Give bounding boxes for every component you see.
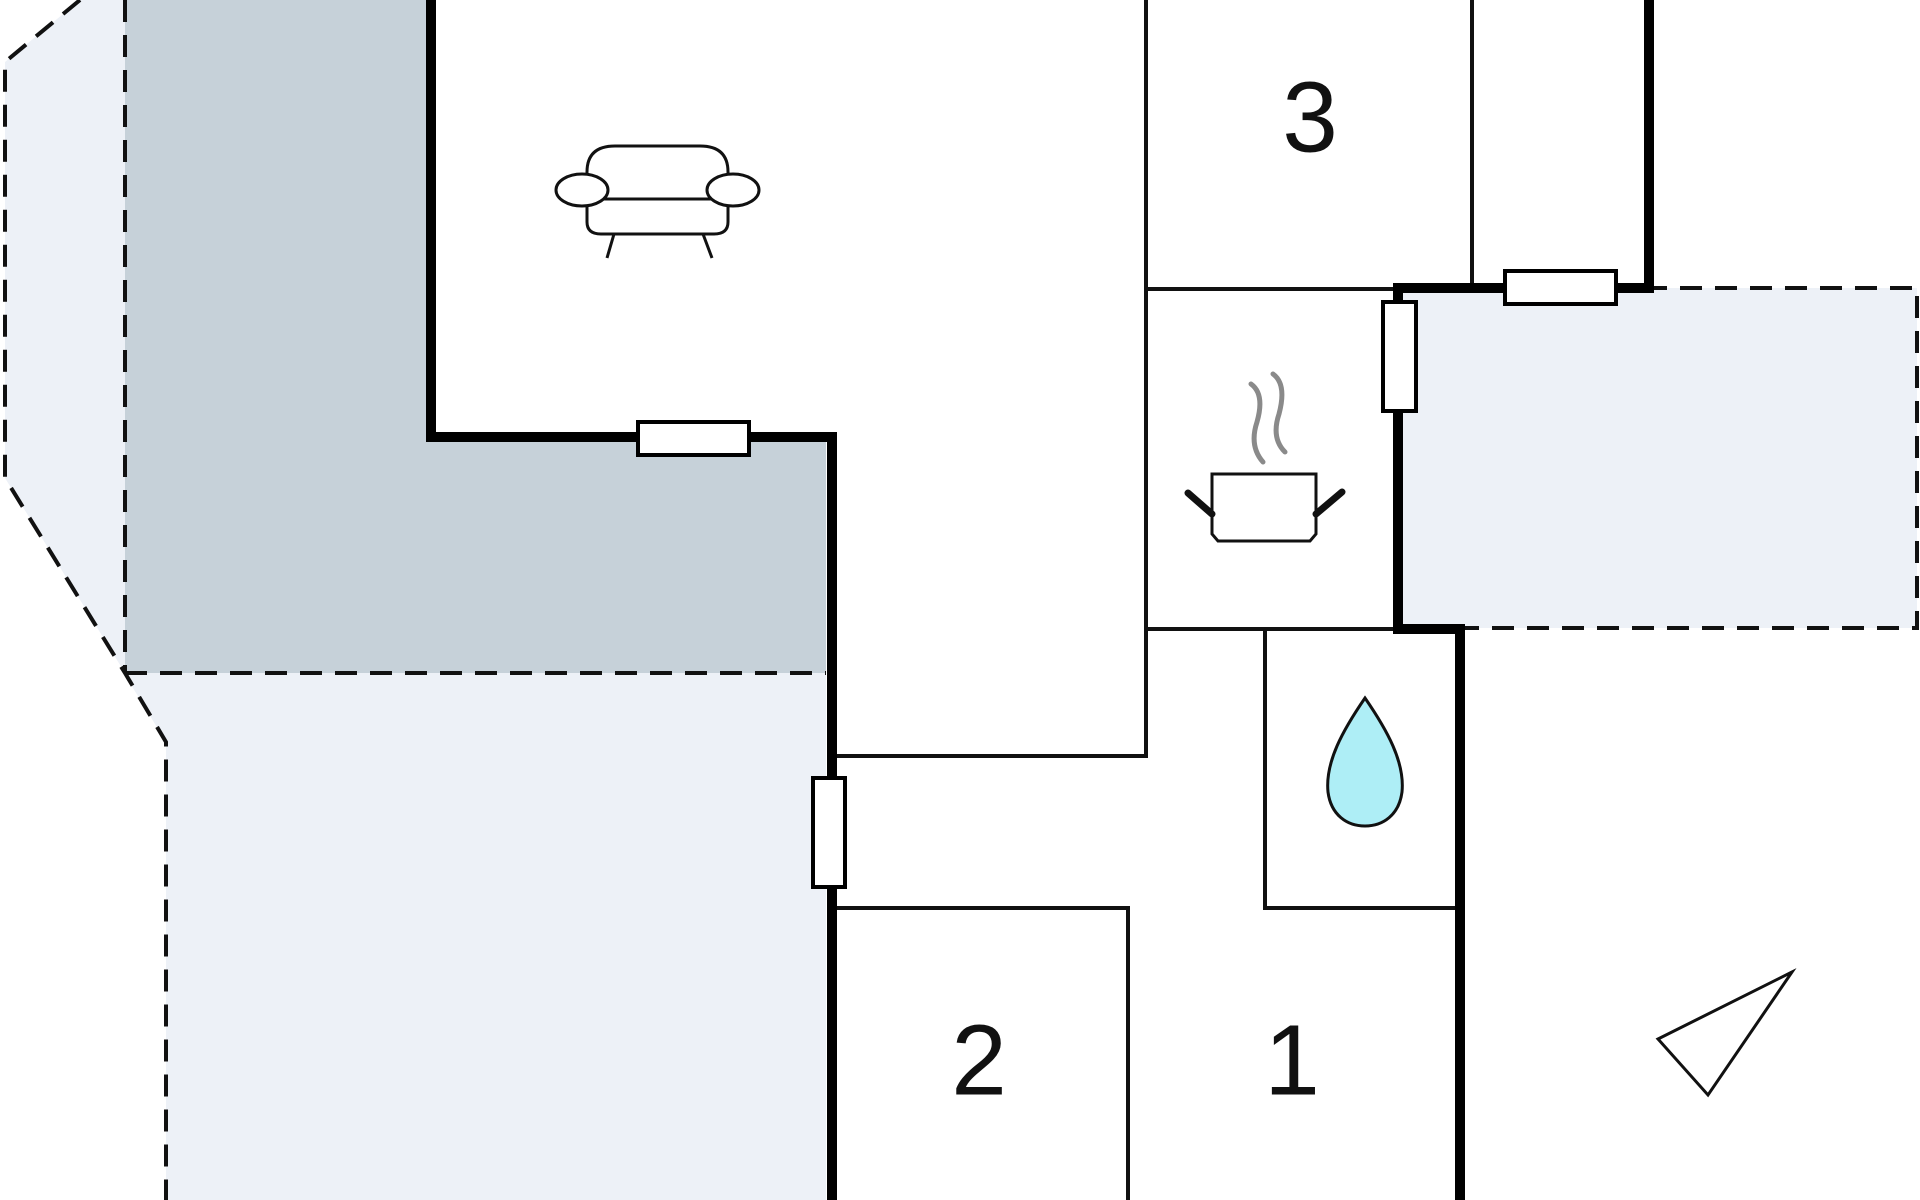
north-arrow-icon <box>1655 968 1797 1098</box>
terrace-boundaries <box>3 0 1919 1200</box>
window-corridor <box>811 776 847 889</box>
sofa-icon <box>554 144 761 259</box>
terrace-right <box>1400 288 1917 628</box>
terrace-left-upper-shaded <box>125 0 826 673</box>
outdoor-areas <box>5 0 1917 1200</box>
window-living-room <box>636 420 751 457</box>
windows <box>636 269 1618 889</box>
interior-walls <box>832 0 1474 1200</box>
steam-right <box>1270 371 1288 455</box>
terrace-left-outer <box>5 0 826 1200</box>
steam-left <box>1248 381 1266 465</box>
cooking-pot-icon <box>1184 371 1346 543</box>
room-number-2: 2 <box>951 1004 1007 1116</box>
room-number-3: 3 <box>1282 61 1338 173</box>
room-number-1: 1 <box>1264 1004 1320 1116</box>
water-drop-icon <box>1326 695 1404 828</box>
window-kitchen <box>1381 300 1418 413</box>
window-room-3 <box>1503 269 1618 306</box>
